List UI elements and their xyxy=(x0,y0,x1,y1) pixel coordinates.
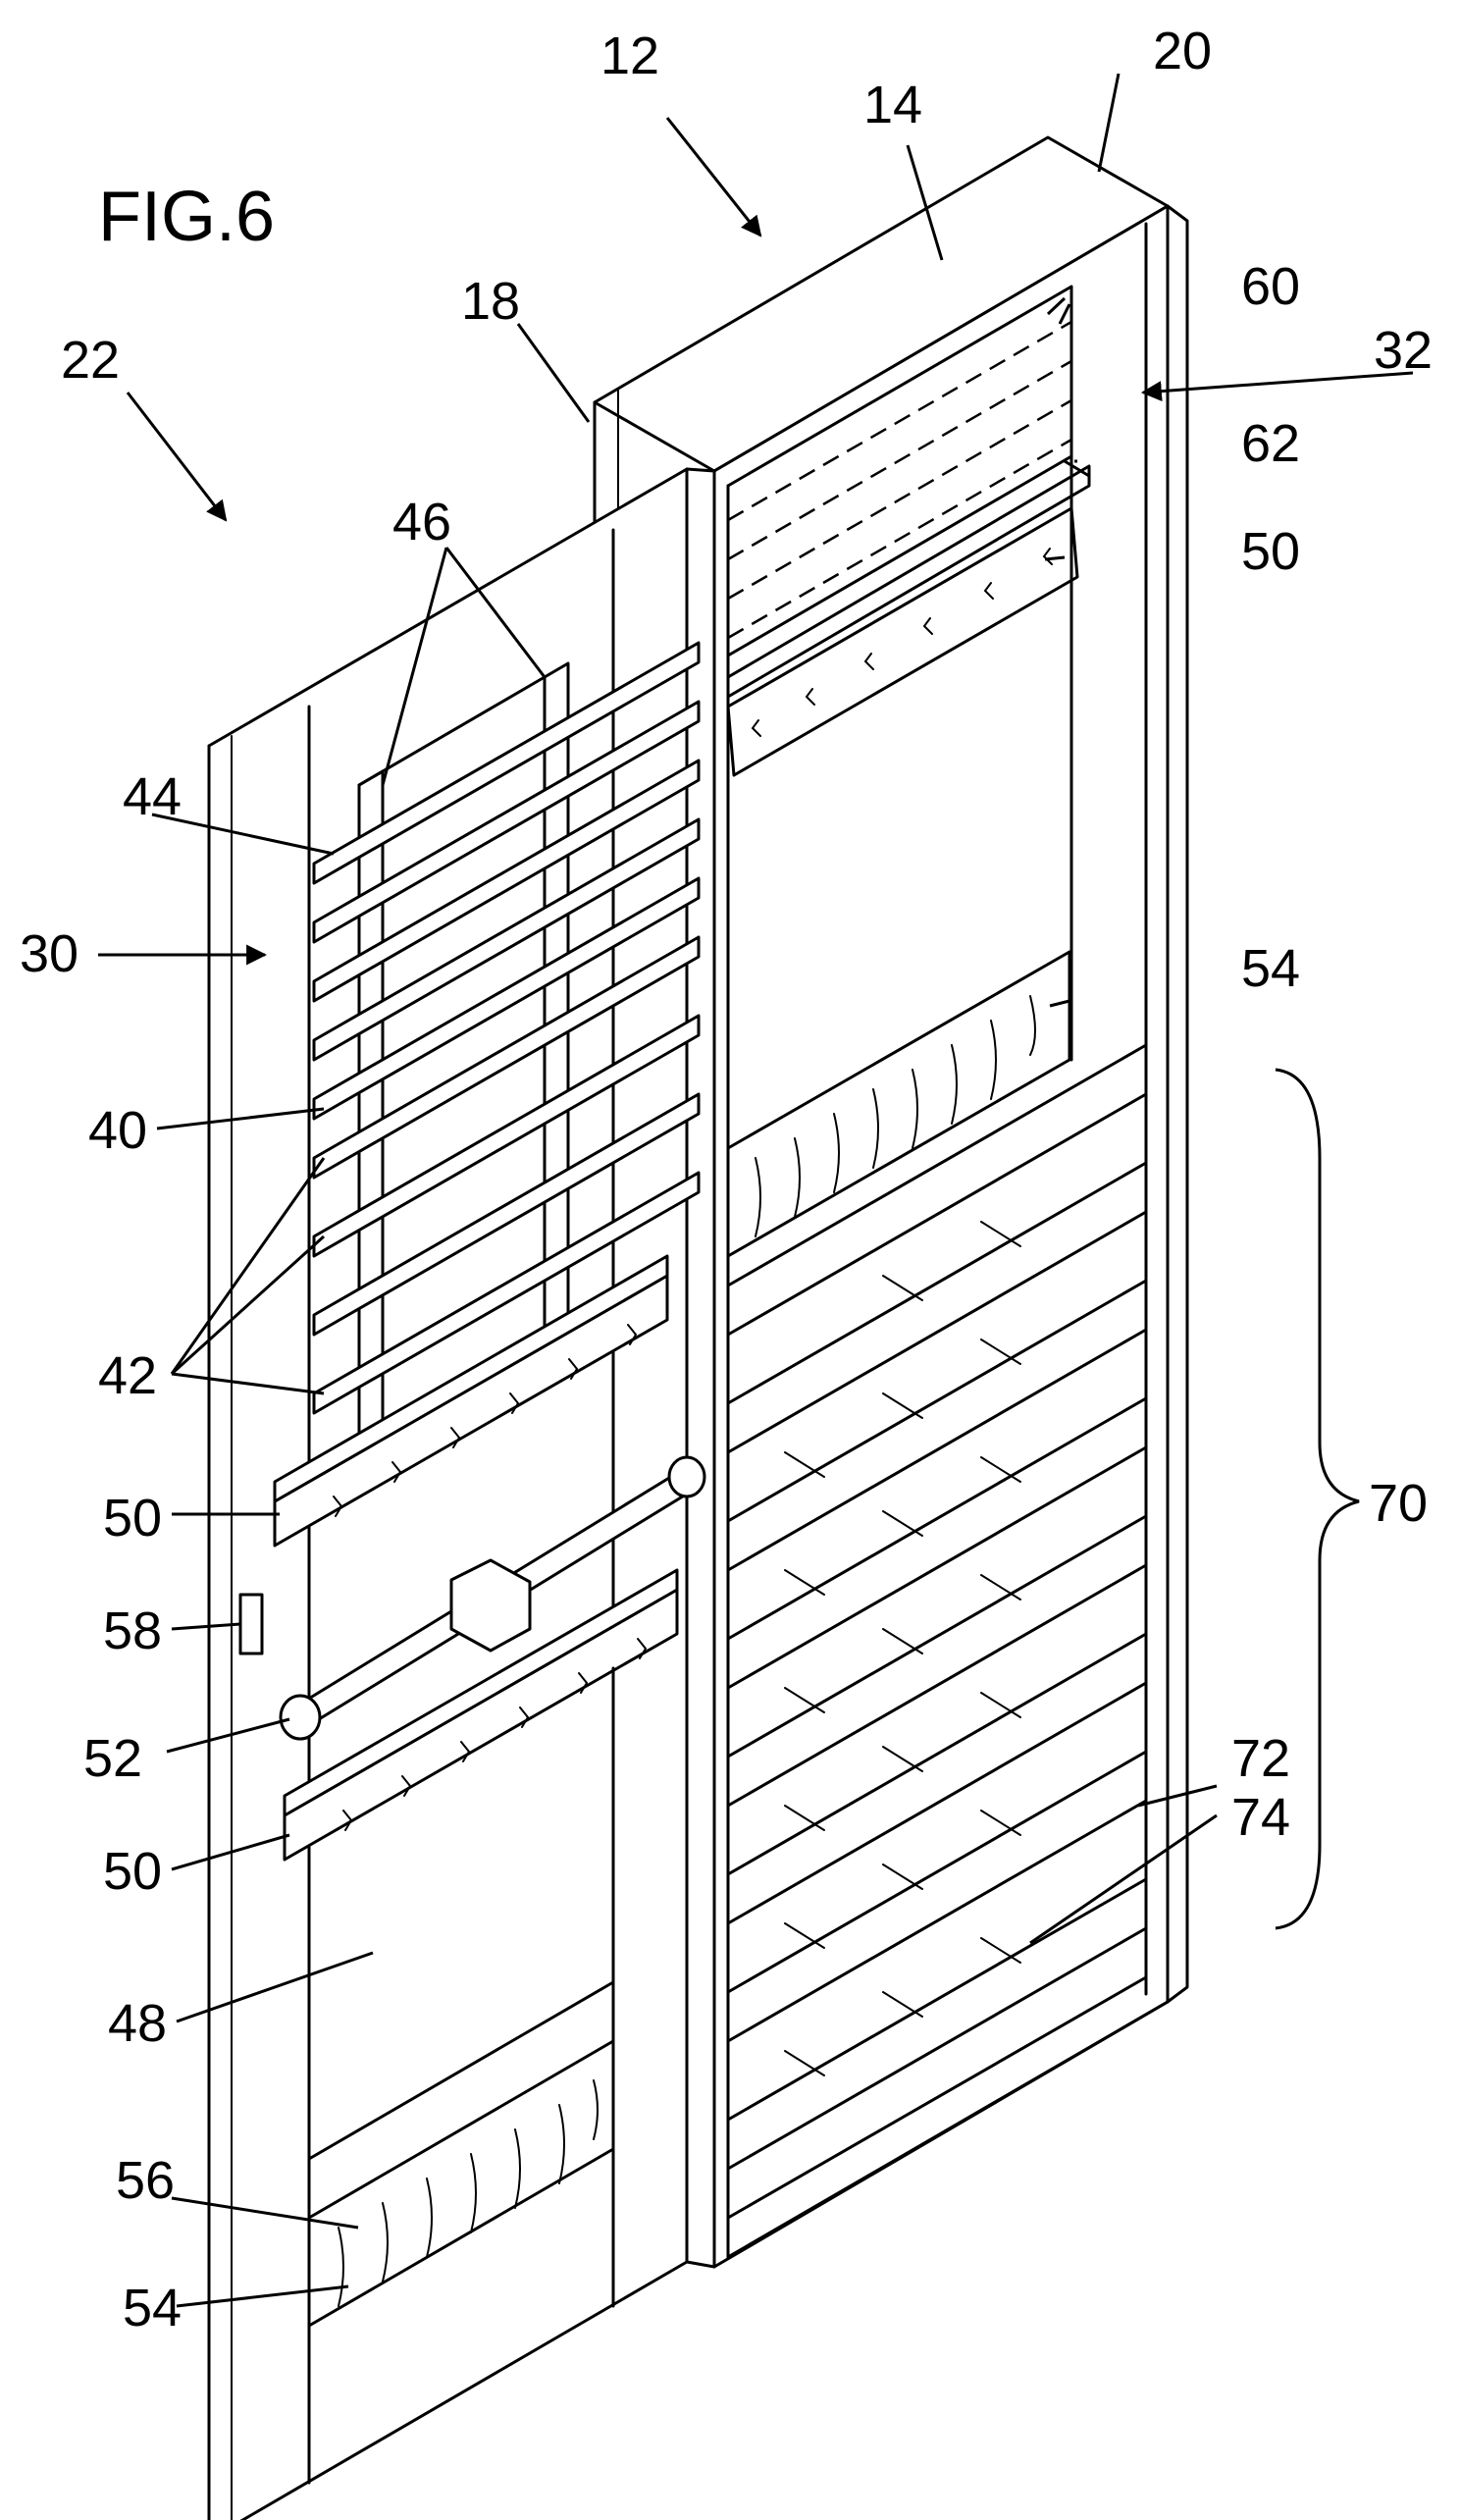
numeral-12: 12 xyxy=(600,26,659,85)
numeral-56: 56 xyxy=(116,2151,175,2210)
numeral-44: 44 xyxy=(123,767,182,826)
numeral-30: 30 xyxy=(20,924,78,983)
slot-58 xyxy=(240,1595,262,1654)
numeral-48: 48 xyxy=(108,1994,167,2053)
numeral-42: 42 xyxy=(98,1346,157,1405)
rod-bracket xyxy=(451,1560,530,1651)
numeral-72: 72 xyxy=(1231,1729,1290,1788)
numeral-70: 70 xyxy=(1369,1474,1428,1533)
numeral-50-middle: 50 xyxy=(103,1489,162,1548)
numeral-52: 52 xyxy=(83,1729,142,1788)
left-door-30 xyxy=(209,469,714,2520)
numeral-40: 40 xyxy=(88,1101,147,1160)
figure-title: FIG.6 xyxy=(98,178,275,256)
numeral-14: 14 xyxy=(863,76,922,134)
numeral-50-upper: 50 xyxy=(1241,522,1300,581)
numeral-18: 18 xyxy=(461,272,520,331)
right-door-32 xyxy=(714,206,1168,2267)
numeral-62: 62 xyxy=(1241,414,1300,473)
numeral-58: 58 xyxy=(103,1601,162,1660)
numeral-54-left: 54 xyxy=(123,2279,182,2337)
cabinet-right-side xyxy=(1168,206,1187,2002)
numeral-32: 32 xyxy=(1374,321,1433,380)
numeral-46: 46 xyxy=(392,493,451,551)
numeral-54-right: 54 xyxy=(1241,939,1300,998)
numeral-74: 74 xyxy=(1231,1788,1290,1847)
numeral-20: 20 xyxy=(1153,22,1212,80)
numeral-22: 22 xyxy=(61,331,120,390)
numeral-50-lower: 50 xyxy=(103,1842,162,1901)
numeral-60: 60 xyxy=(1241,257,1300,316)
